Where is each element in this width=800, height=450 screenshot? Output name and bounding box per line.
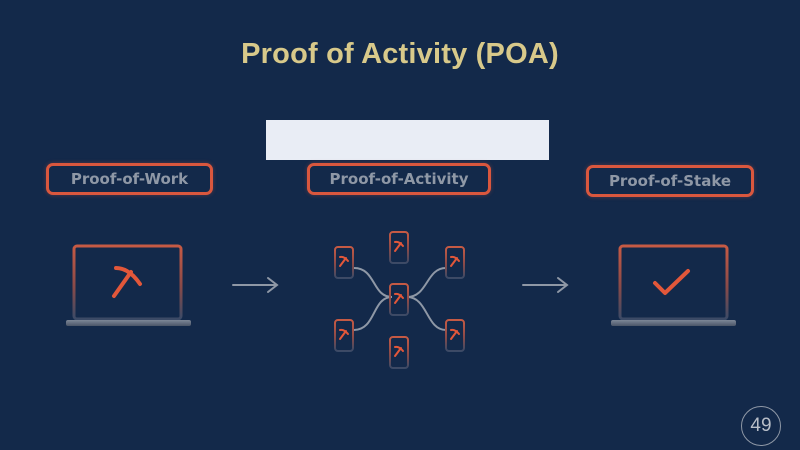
right-arrow-icon <box>232 277 279 293</box>
network-connections <box>353 267 447 331</box>
phone-node-bottom <box>389 336 409 369</box>
phone-node-lower-right <box>445 319 465 352</box>
laptop-pickaxe-icon <box>66 244 191 326</box>
pickaxe-icon <box>112 266 142 298</box>
checkmark-icon <box>653 269 690 295</box>
right-arrow-icon <box>522 277 569 293</box>
phone-node-lower-left <box>334 319 354 352</box>
laptop-checkmark-icon <box>611 244 736 326</box>
blank-white-box <box>266 120 549 160</box>
phone-node-upper-right <box>445 246 465 279</box>
phone-node-upper-left <box>334 246 354 279</box>
proof-of-work-label: Proof-of-Work <box>46 163 213 195</box>
proof-of-activity-label: Proof-of-Activity <box>307 163 491 195</box>
phone-node-top <box>389 231 409 264</box>
slide-title: Proof of Activity (POA) <box>241 38 559 70</box>
page-number: 49 <box>741 406 781 446</box>
proof-of-stake-label: Proof-of-Stake <box>586 165 754 197</box>
phone-node-center <box>389 283 409 316</box>
